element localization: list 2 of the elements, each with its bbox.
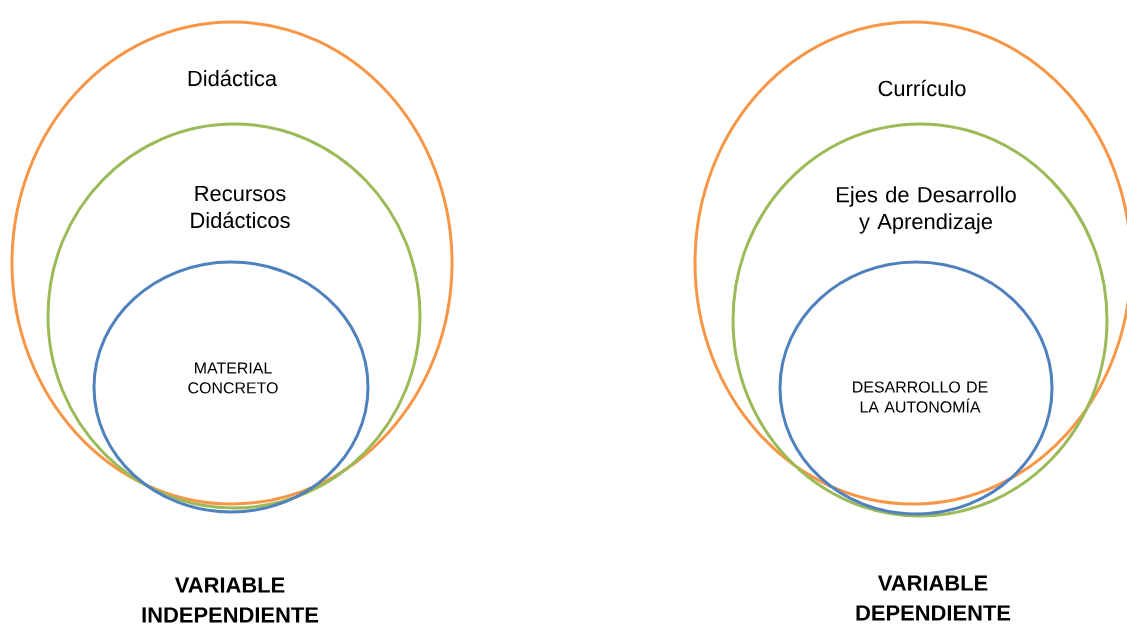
variable-label: VARIABLE INDEPENDIENTE — [142, 577, 319, 623]
variable-label: VARIABLE DEPENDIENTE — [856, 575, 1011, 621]
